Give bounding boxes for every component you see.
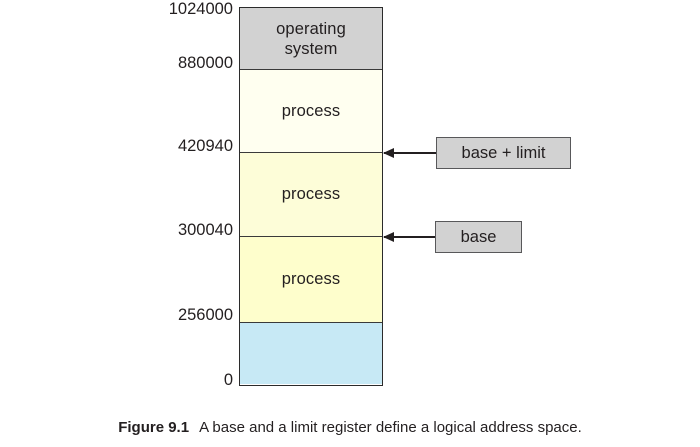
callout-label-base-plus-limit: base + limit xyxy=(461,143,546,162)
memory-block-label-process-middle: process xyxy=(281,185,341,204)
address-label-256000: 256000 xyxy=(177,306,233,324)
memory-block-label-process-bottom: process xyxy=(281,270,341,289)
address-label-0: 0 xyxy=(223,371,233,389)
arrow-head-base xyxy=(383,231,394,242)
address-label-300040: 300040 xyxy=(177,221,233,239)
divider-256000 xyxy=(240,322,382,324)
divider-420940 xyxy=(240,152,382,154)
memory-block-process-bottom: process xyxy=(240,236,382,323)
arrow-head-base-plus-limit xyxy=(383,147,394,158)
arrow-line-base-plus-limit xyxy=(384,152,437,154)
memory-block-process-top: process xyxy=(240,69,382,153)
address-label-880000: 880000 xyxy=(177,54,233,72)
callout-base-plus-limit[interactable]: base + limit xyxy=(436,137,571,169)
callout-base[interactable]: base xyxy=(435,221,522,253)
callout-label-base: base xyxy=(460,227,497,246)
memory-block-label-process-top: process xyxy=(281,101,341,120)
memory-block-process-middle: process xyxy=(240,152,382,237)
memory-block-label-operating-system: operating system xyxy=(276,19,346,59)
os-label-line2: system xyxy=(284,39,338,58)
divider-300040 xyxy=(240,236,382,238)
figure-caption: Figure 9.1 A base and a limit register de… xyxy=(0,419,700,436)
memory-block-free-memory xyxy=(240,322,382,384)
divider-880000 xyxy=(240,69,382,71)
address-label-420940: 420940 xyxy=(177,137,233,155)
memory-block-operating-system: operating system xyxy=(240,8,382,70)
figure-caption-label: Figure 9.1 xyxy=(118,419,190,436)
address-label-1024000: 1024000 xyxy=(168,0,233,18)
memory-map-column: operating system process process process xyxy=(239,7,383,386)
figure-caption-text: A base and a limit register define a log… xyxy=(199,419,582,436)
arrow-line-base xyxy=(384,236,436,238)
os-label-line1: operating xyxy=(276,19,346,38)
